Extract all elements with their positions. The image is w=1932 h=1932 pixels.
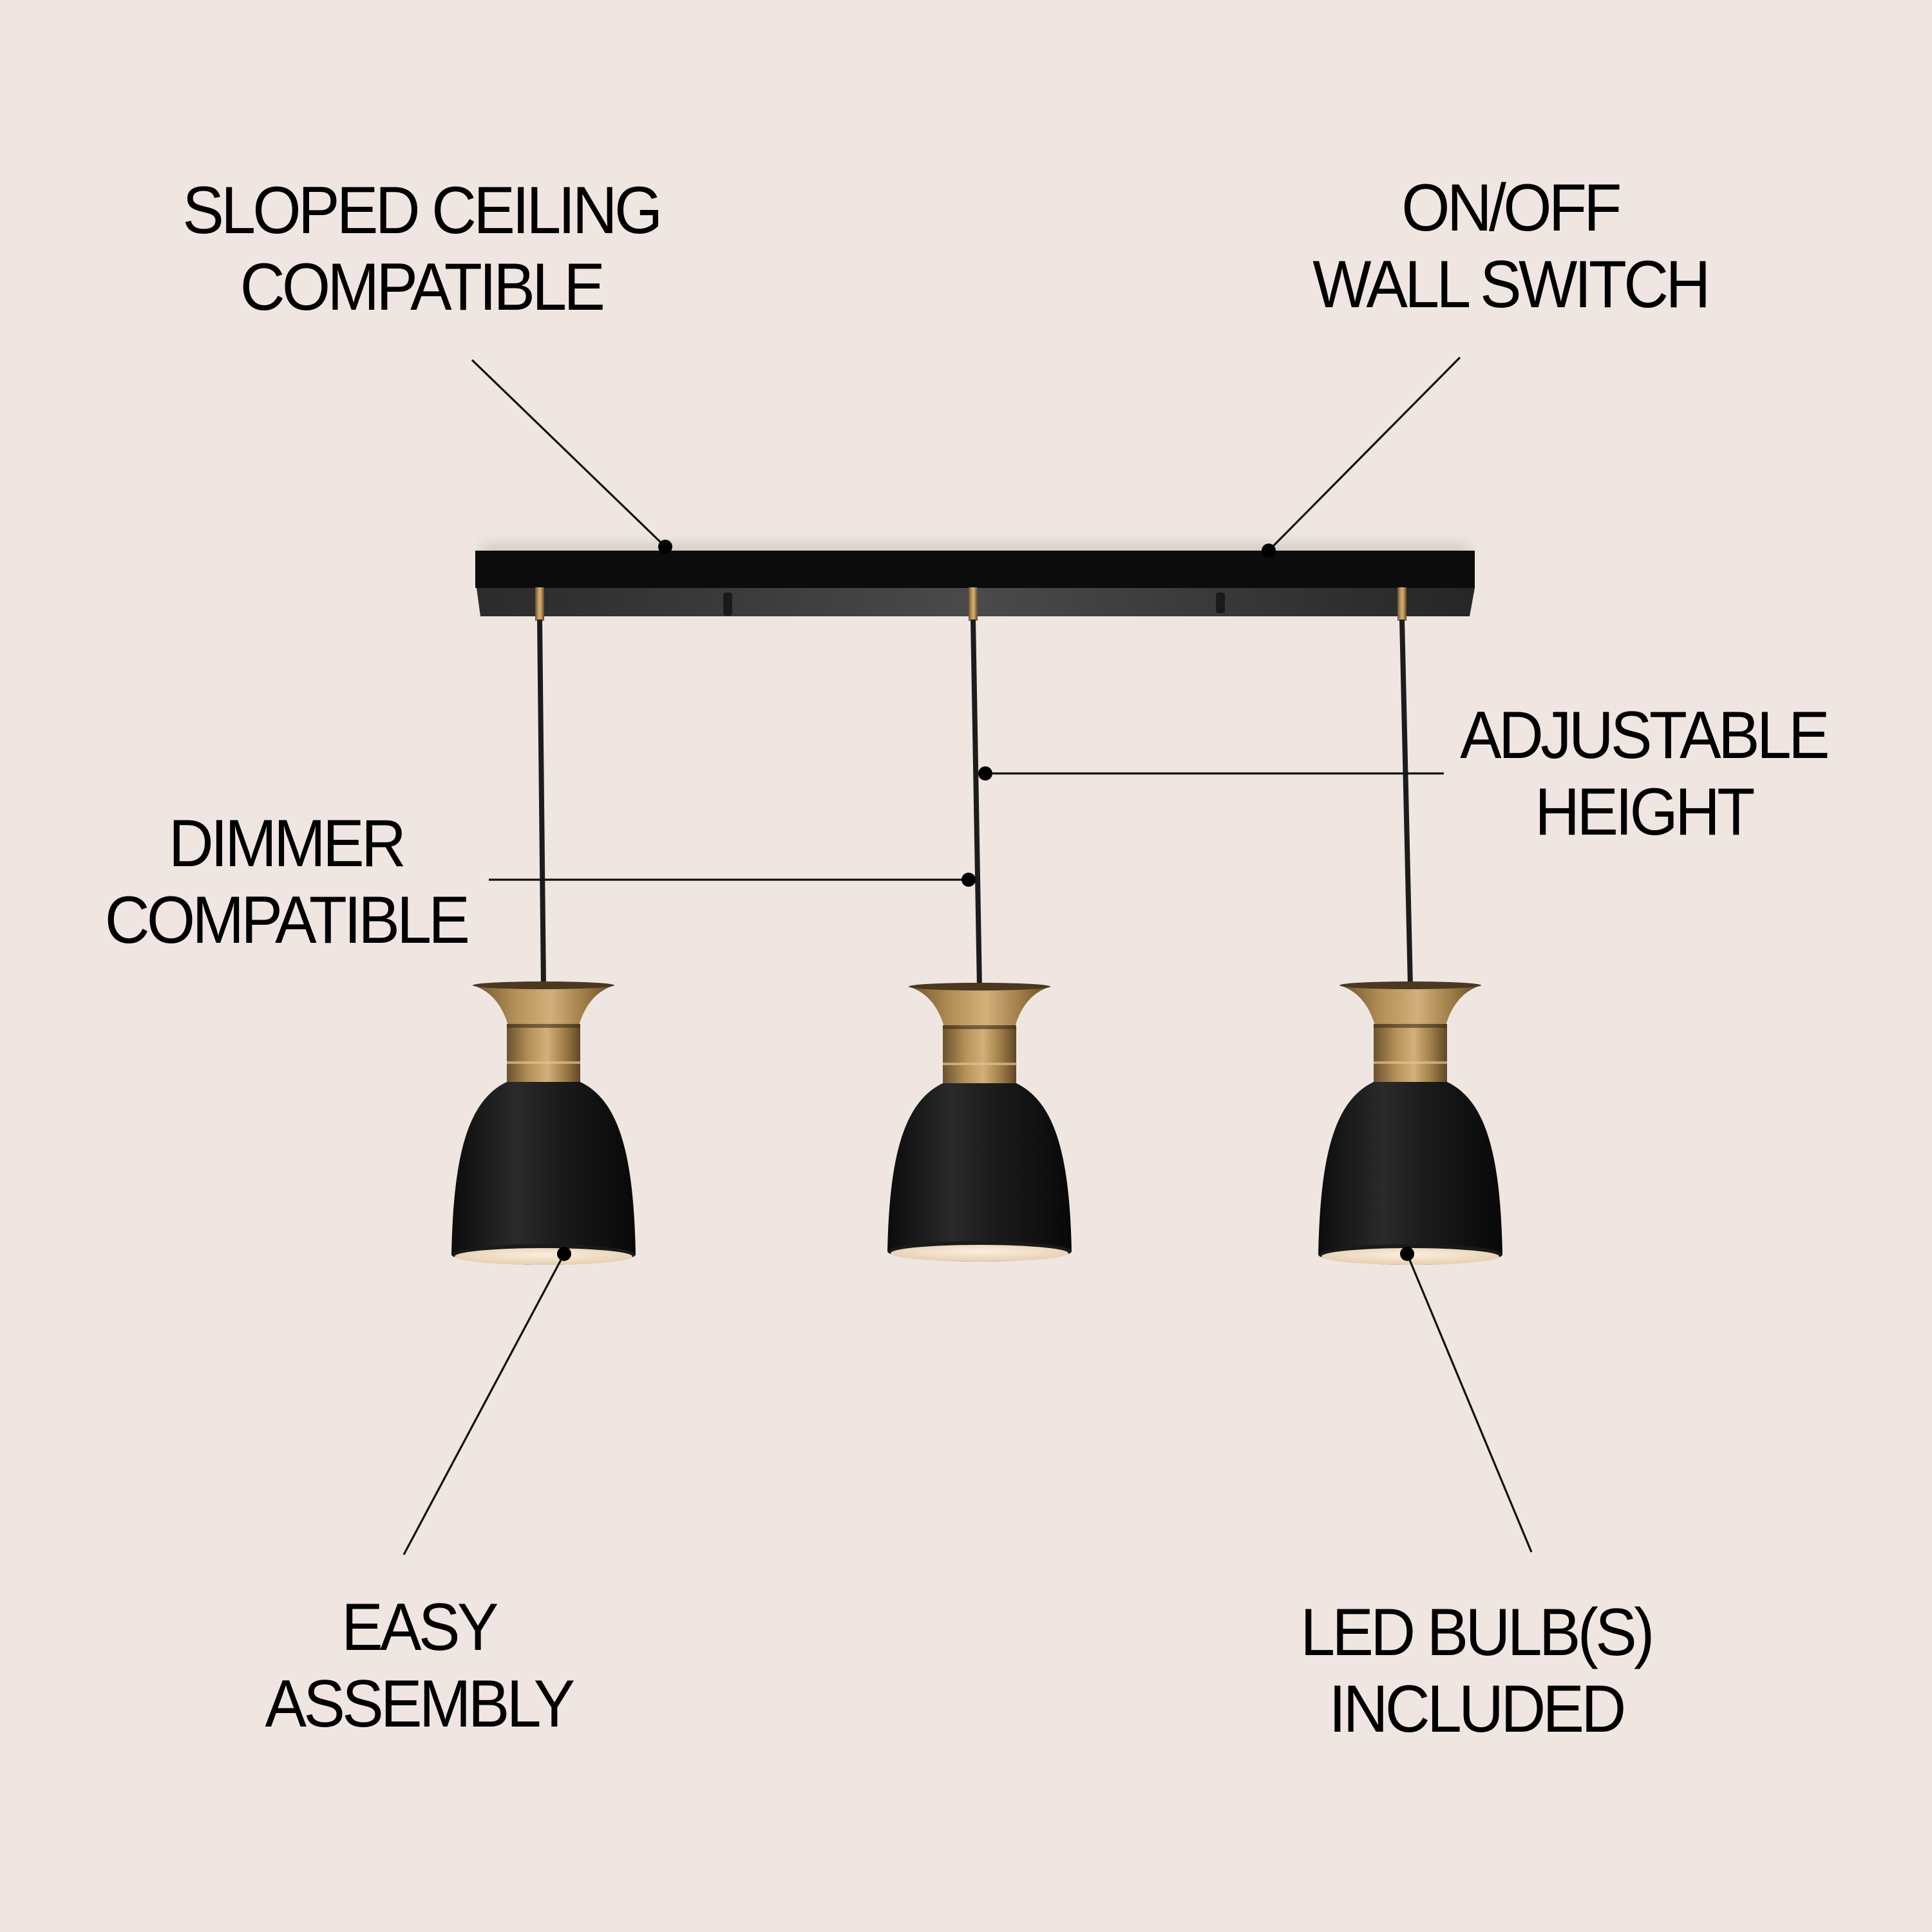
mount-knob [1216, 592, 1225, 613]
brass-collar [507, 1024, 580, 1082]
callout-dot-wall-switch [1262, 544, 1276, 558]
callout-dot-dimmer [961, 873, 976, 887]
black-shade [451, 1082, 636, 1255]
black-shade [1318, 1082, 1502, 1255]
pendant-middle [887, 587, 1072, 1262]
callout-dot-led-bulbs [1400, 1247, 1414, 1261]
rod-fitting [1397, 587, 1406, 621]
rod-fitting [969, 587, 978, 621]
shade-inner [891, 1245, 1068, 1262]
leader-line-led-bulbs [1406, 1253, 1533, 1553]
cord [537, 619, 546, 987]
callout-text: WALL SWITCH [1312, 247, 1710, 322]
shade-inner [455, 1248, 632, 1265]
callout-leaders [402, 356, 1533, 1555]
callout-dot-sloped-ceiling [658, 540, 672, 554]
brass-flare [1340, 985, 1481, 1025]
pendant-right [1318, 587, 1502, 1265]
black-shade [887, 1083, 1072, 1251]
callout-text: DIMMER [168, 806, 406, 881]
callout-text: HEIGHT [1535, 775, 1755, 849]
callout-text: INCLUDED [1329, 1672, 1626, 1747]
rod-fitting [535, 587, 544, 621]
brass-collar [943, 1025, 1016, 1083]
callout-text: EASY [341, 1590, 498, 1665]
mount-knob [723, 592, 732, 616]
callout-dot-easy-assembly [557, 1247, 571, 1261]
brass-collar [1374, 1024, 1447, 1082]
callout-label-led-bulbs: LED BULB(S)INCLUDED [1287, 1595, 1665, 1748]
callout-text: ON/OFF [1401, 171, 1622, 245]
callout-text: SLOPED CEILING [182, 173, 663, 248]
cord [1399, 619, 1413, 987]
cord [971, 619, 982, 989]
brass-flare [909, 987, 1050, 1027]
leader-line-sloped-ceiling [471, 359, 667, 548]
pendant-left [451, 587, 636, 1265]
callout-text: COMPATIBLE [240, 250, 605, 325]
leader-line-wall-switch [1267, 356, 1461, 552]
brass-flare [473, 985, 614, 1025]
callout-text: LED BULB(S) [1300, 1595, 1654, 1670]
leader-line-easy-assembly [402, 1253, 565, 1555]
callout-text: COMPATIBLE [104, 883, 470, 958]
bar-top [475, 551, 1475, 588]
callout-dot-adjustable-height [978, 766, 992, 781]
callout-text: ADJUSTABLE [1460, 698, 1830, 773]
callout-text: ASSEMBLY [265, 1667, 575, 1741]
